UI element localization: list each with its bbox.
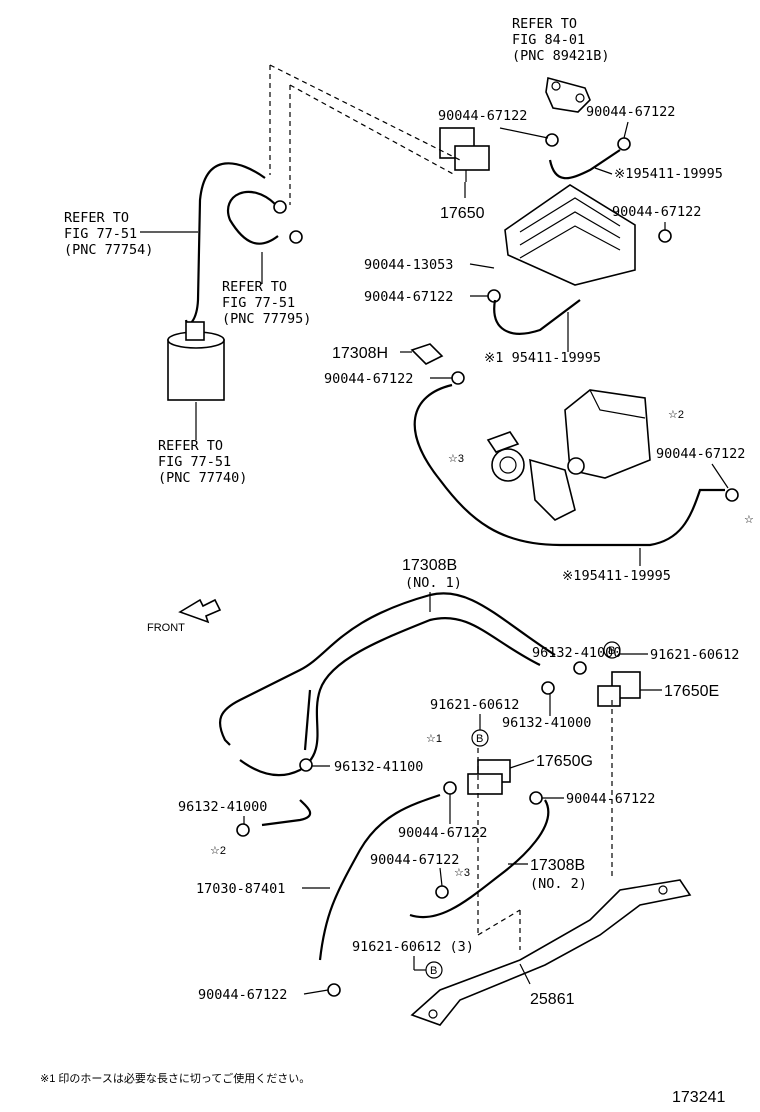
air-cleaner-box xyxy=(504,184,636,286)
ref-84-01-line2: FIG 84-01 xyxy=(512,32,585,48)
label-bolt-91621-a: 91621-60612 xyxy=(650,647,739,663)
ref-77795-line2: FIG 77-51 xyxy=(222,295,295,311)
label-circle-b-1: B xyxy=(608,645,615,657)
label-bolt-91621-c: 91621-60612 (3) xyxy=(352,939,474,955)
label-circle-b-2: B xyxy=(476,733,483,745)
label-clamp-96132-d: 96132-41000 xyxy=(178,799,267,815)
label-clip-mid-left: 90044-67122 xyxy=(364,289,453,305)
label-star2-lower: ☆2 xyxy=(210,845,226,857)
label-clip-top-right: 90044-67122 xyxy=(586,104,675,120)
label-clip-bottom: 90044-67122 xyxy=(198,987,287,1003)
label-part-17308B-no1: 17308B xyxy=(402,557,457,574)
bracket-25861 xyxy=(410,879,692,1026)
label-hose-195411-top: ※195411-19995 xyxy=(614,166,723,182)
charcoal-canister xyxy=(167,321,225,401)
label-clip-90044-c: 90044-67122 xyxy=(566,791,655,807)
footnote-text: ※1 印のホースは必要な長さに切ってご使用ください。 xyxy=(40,1071,310,1085)
label-clamp-96132-a: 96132-41000 xyxy=(532,645,621,661)
ref-77795-line3: (PNC 77795) xyxy=(222,311,311,327)
label-part-17308H: 17308H xyxy=(332,345,388,362)
label-front: FRONT xyxy=(147,622,185,634)
label-circle-b-3: B xyxy=(430,965,437,977)
label-clip-lower-left: 90044-67122 xyxy=(324,371,413,387)
ref-84-01-line1: REFER TO xyxy=(512,16,577,32)
label-90044-13053: 90044-13053 xyxy=(364,257,453,273)
ref-77754-line3: (PNC 77754) xyxy=(64,242,153,258)
label-part-17650G: 17650G xyxy=(536,753,593,770)
vsv-17650E xyxy=(597,671,641,707)
front-arrow-icon xyxy=(178,598,222,624)
clip-17308H xyxy=(410,343,444,365)
label-hose-195411-low: ※195411-19995 xyxy=(562,568,671,584)
resonator-tank xyxy=(564,389,651,479)
ref-77740-line3: (PNC 77740) xyxy=(158,470,247,486)
label-part-17650E: 17650E xyxy=(664,683,719,700)
circle-b-marker-1 xyxy=(603,641,621,659)
circle-b-marker-3 xyxy=(425,961,443,979)
label-hose-17030: 17030-87401 xyxy=(196,881,285,897)
ref-84-01-line3: (PNC 89421B) xyxy=(512,48,610,64)
vsv-17650G xyxy=(467,759,511,795)
label-bolt-91621-b: 91621-60612 xyxy=(430,697,519,713)
label-star2-upper: ☆2 xyxy=(668,409,684,421)
figure-number: 173241 xyxy=(672,1089,725,1106)
label-clip-right-mid: 90044-67122 xyxy=(612,204,701,220)
ref-77754-line2: FIG 77-51 xyxy=(64,226,137,242)
label-star3-upper: ☆3 xyxy=(448,453,464,465)
label-part-17650: 17650 xyxy=(440,205,485,222)
label-star1: ☆1 xyxy=(426,733,442,745)
label-clip-90044-e: 90044-67122 xyxy=(370,852,459,868)
ref-77740-line1: REFER TO xyxy=(158,438,223,454)
label-clip-90044-d: 90044-67122 xyxy=(398,825,487,841)
throttle-body-assembly xyxy=(486,431,576,521)
label-bracket-25861: 25861 xyxy=(530,991,575,1008)
label-clip-top-left: 90044-67122 xyxy=(438,108,527,124)
ref-77740-line2: FIG 77-51 xyxy=(158,454,231,470)
label-star-far-right: ☆ xyxy=(744,514,754,526)
hose-clamps-lower xyxy=(236,661,587,997)
map-sensor-ref-part xyxy=(545,76,591,113)
label-star3-lower: ☆3 xyxy=(454,867,470,879)
label-part-17308B-no1-sub: (NO. 1) xyxy=(405,575,462,591)
label-clamp-96132-b: 96132-41000 xyxy=(502,715,591,731)
label-hose-195411-mid: ※1 95411-19995 xyxy=(484,350,601,366)
vsv-17650 xyxy=(439,127,490,182)
label-clip-far-right: 90044-67122 xyxy=(656,446,745,462)
label-clamp-96132-c: 96132-41100 xyxy=(334,759,423,775)
ref-77754-line1: REFER TO xyxy=(64,210,129,226)
label-part-17308B-no2: 17308B xyxy=(530,857,585,874)
ref-77795-line1: REFER TO xyxy=(222,279,287,295)
label-part-17308B-no2-sub: (NO. 2) xyxy=(530,876,587,892)
